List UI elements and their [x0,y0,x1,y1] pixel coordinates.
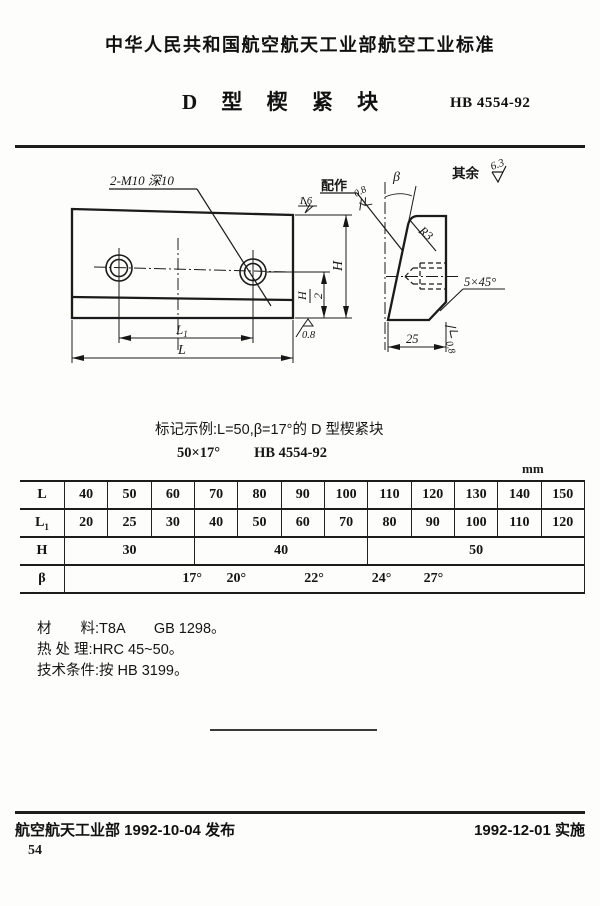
table-cell: 110 [367,481,412,509]
dim-label-L1: L1 [175,322,188,339]
roughness-bottom-value: 0.8 [302,330,316,341]
header-divider [15,145,585,148]
general-roughness-mark [491,165,507,184]
table-cell: 70 [323,509,368,537]
table-cell: 90 [410,509,455,537]
row-header: L [37,487,47,502]
table-cell: 25 [107,509,152,537]
table-merged-cell: 50 [367,537,585,565]
table-cell: 100 [323,481,368,509]
table-cell: 150 [540,481,586,509]
page-number: 54 [28,843,42,858]
page-title: D 型 楔 紧 块 [182,90,386,114]
table-cell: 60 [280,509,325,537]
general-roughness-value: 6.3 [489,157,506,173]
table-cell: 40 [63,481,108,509]
roughness-side-mark [444,325,459,339]
row-header: β [38,571,46,586]
table-cell: 80 [367,509,412,537]
table-cell: 20 [63,509,108,537]
table-cell: 120 [410,481,455,509]
table-cell: 90 [280,481,325,509]
drawing-labels: 2-M10 深10 L1 L H H 2 1.6 0.8 β 配作 0.8 R3… [110,157,506,358]
beta-angle-arc [384,193,413,198]
standard-org-header: 中华人民共和国航空航天工业部航空工业标准 [105,35,495,55]
hidden-thread-hole [404,262,446,290]
table-cell: 130 [453,481,498,509]
roughness-bottom-mark [295,318,314,338]
scatter-value: 20° [226,571,247,586]
fit-note-label: 配作 [321,178,347,193]
scatter-value: 17° [182,571,202,586]
roughness-side-value: 0.8 [443,340,457,355]
front-horizontal-centerline [93,266,292,273]
fit-note-leader [356,192,403,251]
dim-label-H2: H 2 [295,289,325,303]
angle-label-beta: β [392,170,400,185]
marking-example-line1: 标记示例:L=50,β=17°的 D 型楔紧块 [155,422,384,438]
svg-text:H: H [295,290,309,301]
roughness-fit-value: 0.8 [352,184,368,199]
chamfer-label: 5×45° [464,275,496,289]
front-holes-note: 2-M10 深10 [110,173,174,188]
dim-label-L: L [177,343,186,358]
note-technical-conditions: 技术条件:按 HB 3199。 [37,663,189,679]
dim-label-H: H [331,260,346,272]
footer-issued-text: 航空航天工业部 1992-10-04 发布 [15,822,236,839]
radius-leader [408,218,437,252]
svg-text:2: 2 [311,293,325,299]
row-header: L1 [35,514,49,532]
table-cell: 120 [540,509,586,537]
general-roughness-label: 其余 [452,165,479,181]
table-cell: 40 [193,509,238,537]
roughness-fit-mark [359,197,373,211]
table-cell: 110 [497,509,542,537]
section-divider [210,729,377,731]
footer-effective-text: 1992-12-01 实施 [474,822,585,839]
table-cell: 80 [237,481,282,509]
holes-note-leader [196,188,272,307]
radius-label: R3 [415,223,435,243]
side-view [320,165,507,352]
note-material: 材 料:T8A GB 1298。 [37,621,226,637]
footer-divider [15,811,585,814]
front-view-step-line [71,295,294,302]
table-merged-cell: 40 [193,537,368,565]
front-view [70,188,352,363]
marking-example-size: 50×17° [177,445,221,461]
table-cell: 100 [453,509,498,537]
table-scatter-cell: 17° 20° 22° 24° 27° [64,565,585,593]
note-heat-treatment: 热 处 理:HRC 45~50。 [37,642,184,658]
roughness-top-value: 1.6 [299,196,313,207]
scatter-value: 27° [423,571,444,586]
table-cell: 30 [150,509,195,537]
standard-number: HB 4554-92 [450,95,531,111]
technical-drawing: 2-M10 深10 L1 L H H 2 1.6 0.8 β 配作 0.8 R3… [70,157,507,363]
beta-extension-line [407,185,417,226]
table-cell: 140 [497,481,542,509]
table-cell: 60 [150,481,195,509]
table-cell: 50 [237,509,282,537]
row-header: H [36,543,48,558]
table-unit-label: mm [522,461,544,476]
marking-example-standard: HB 4554-92 [254,445,327,461]
table-cell: 70 [193,481,238,509]
table-row: β 17° 20° 22° 24° 27° [20,565,585,593]
marking-example-line2: 50×17° HB 4554-92 [177,445,327,462]
table-cell: 50 [107,481,152,509]
thickness-label: 25 [406,332,419,346]
scatter-value: 22° [304,571,324,586]
scatter-value: 24° [371,571,392,586]
table-merged-cell: 30 [64,537,195,565]
roughness-top-mark [298,196,317,214]
chamfer-leader [439,288,464,312]
front-view-outline [70,207,295,320]
